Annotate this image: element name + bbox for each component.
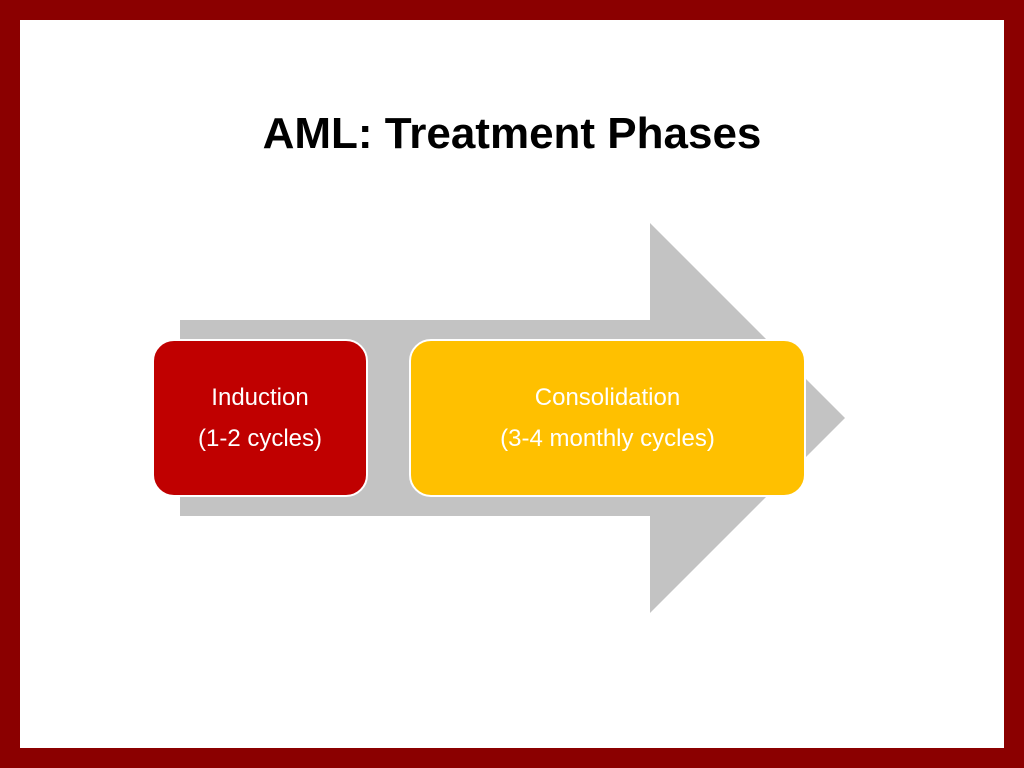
slide-title: AML: Treatment Phases [262,109,762,158]
phase-detail-consolidation: (3-4 monthly cycles) [500,425,715,452]
phase-name-induction: Induction [211,384,309,411]
phase-box-induction: Induction (1-2 cycles) [152,339,368,497]
phase-detail-induction: (1-2 cycles) [197,425,323,452]
phase-name-consolidation: Consolidation [534,384,681,411]
phase-box-consolidation: Consolidation (3-4 monthly cycles) [409,339,806,497]
